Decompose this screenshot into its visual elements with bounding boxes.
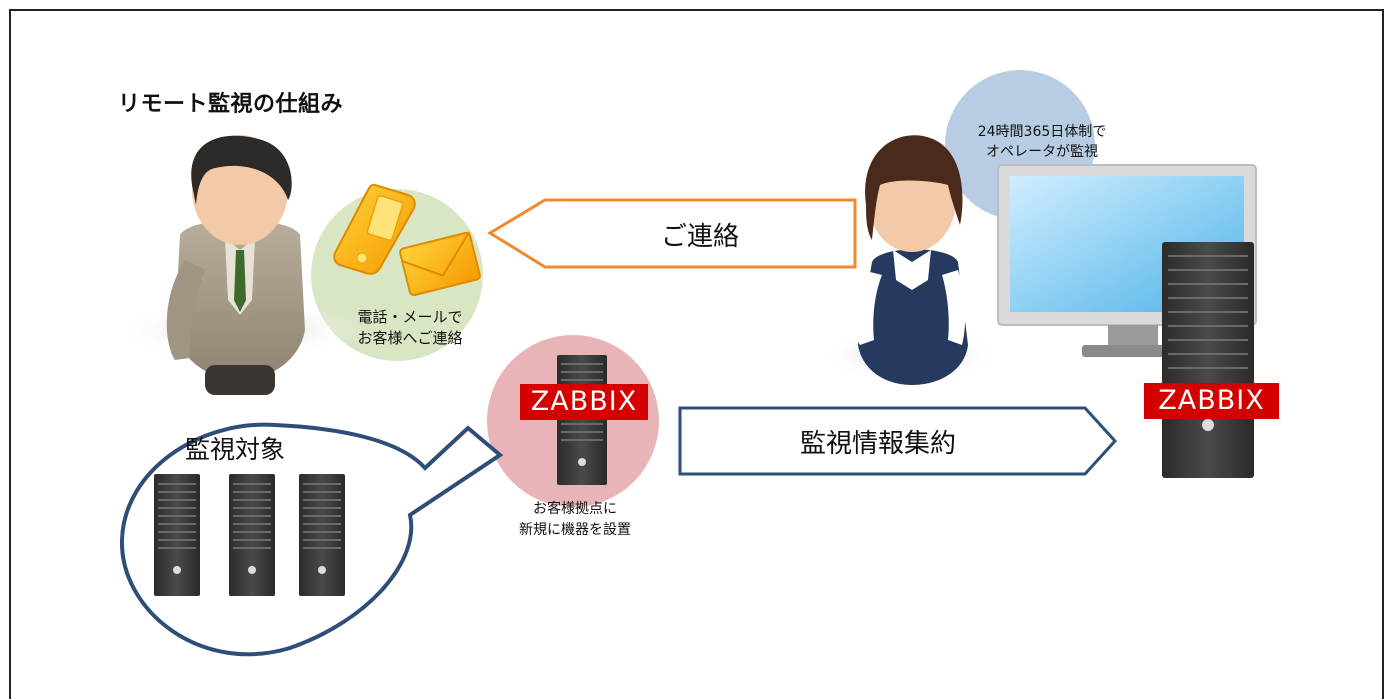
diagram-frame (9, 9, 1384, 699)
center-server (1162, 242, 1254, 478)
collect-arrow (678, 406, 1118, 476)
site-server (557, 355, 607, 485)
phone-mail-line1: 電話・メールで (357, 308, 463, 326)
site-device-caption: お客様拠点に 新規に機器を設置 (480, 499, 670, 541)
operator-bubble-text: 24時間365日体制で オペレータが監視 (942, 122, 1142, 162)
target-server-1 (154, 474, 200, 596)
zabbix-logo-center: ZABBIX (1144, 383, 1279, 419)
diagram-title: リモート監視の仕組み (118, 92, 344, 117)
phone-mail-text: 電話・メールで お客様へご連絡 (330, 307, 490, 349)
site-caption-line2: 新規に機器を設置 (519, 522, 631, 538)
customer-person (115, 135, 365, 395)
phone-icon (333, 183, 416, 275)
zabbix-logo-site: ZABBIX (520, 384, 648, 420)
operator-bubble-line2: オペレータが監視 (986, 144, 1098, 160)
operator-bubble-line1: 24時間365日体制で (977, 124, 1107, 140)
phone-mail-line2: お客様へご連絡 (357, 329, 463, 347)
contact-arrow (487, 198, 857, 269)
target-server-3 (299, 474, 345, 596)
mail-icon (399, 231, 481, 297)
target-server-2 (229, 474, 275, 596)
monitor-targets-label: 監視対象 (184, 435, 285, 464)
collect-arrow-label: 監視情報集約 (799, 429, 956, 459)
contact-arrow-label: ご連絡 (660, 222, 739, 252)
site-caption-line1: お客様拠点に (533, 501, 617, 517)
operator-person (820, 135, 1000, 385)
